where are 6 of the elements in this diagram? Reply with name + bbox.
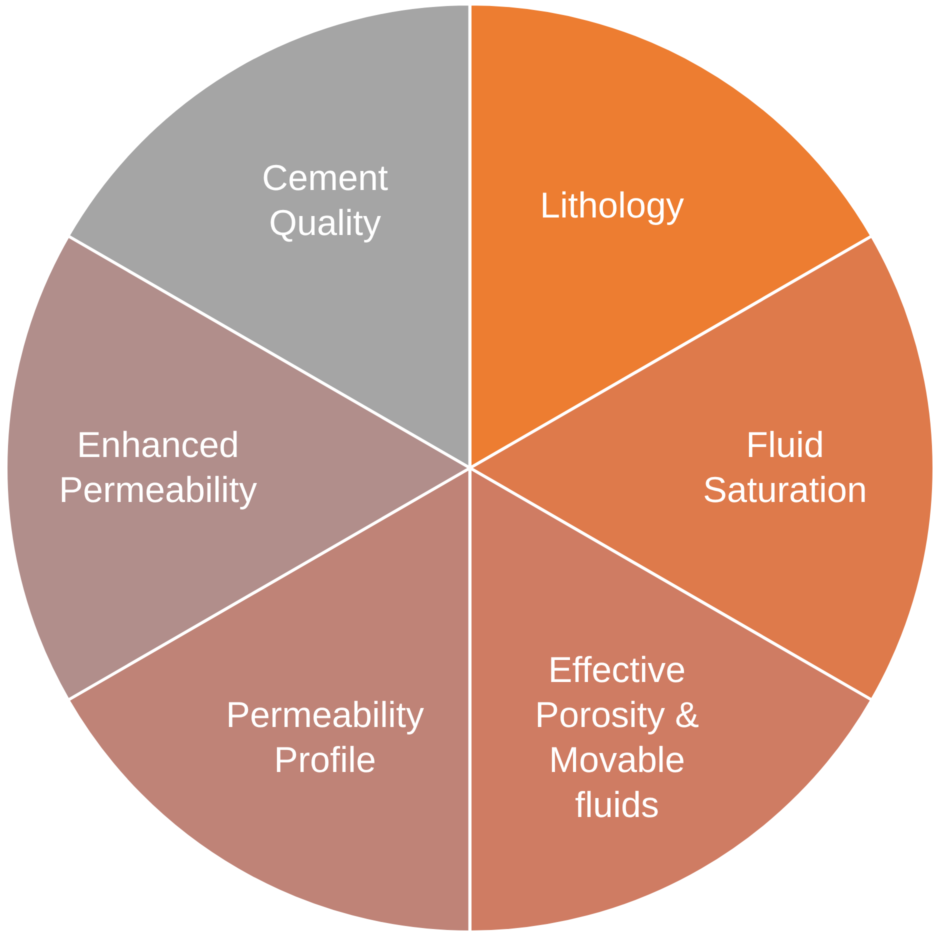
wedge-label: Permeability Profile [224,693,426,782]
wedge-label: Effective Porosity & Movable fluids [534,648,700,827]
wedge-label: Cement Quality [260,156,390,245]
wedge-label: Fluid Saturation [702,423,868,512]
wedge-label: Lithology [538,184,686,228]
wedge-label: Enhanced Permeability [58,423,258,512]
